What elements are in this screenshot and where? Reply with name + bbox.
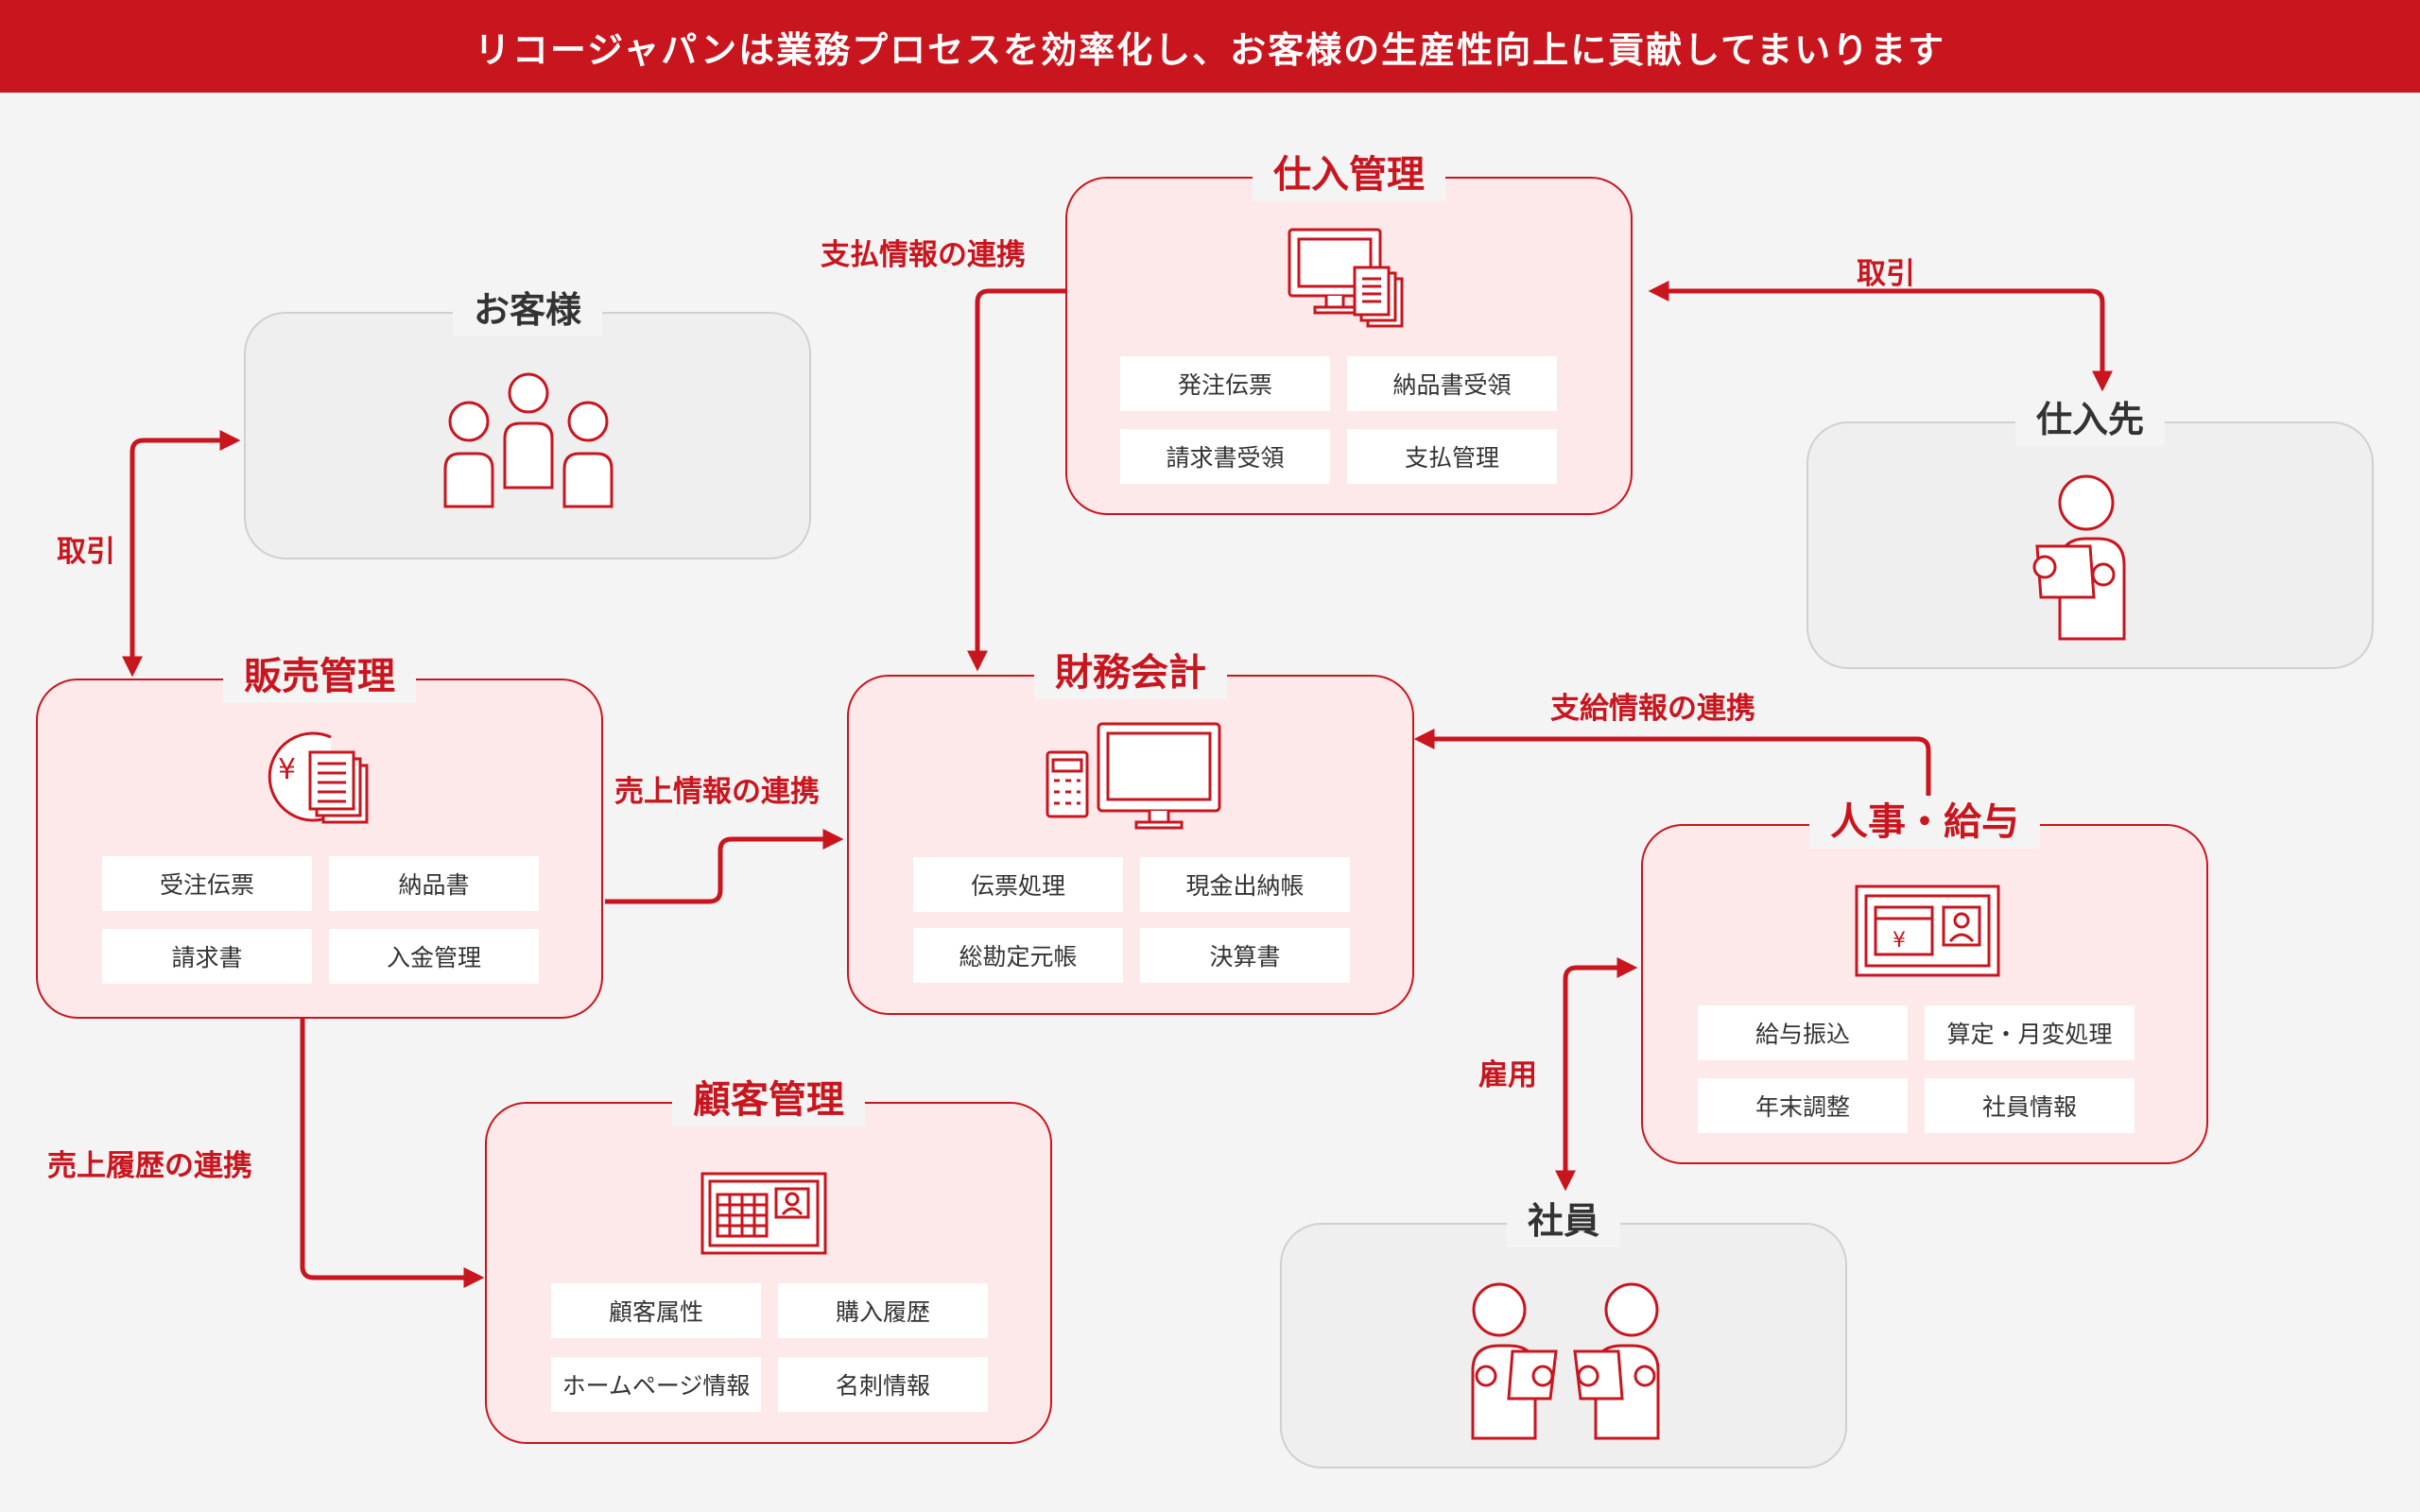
svg-text:¥: ¥ — [278, 753, 296, 786]
header-banner: リコージャパンは業務プロセスを効率化し、お客様の生産性向上に貢献してまいります — [0, 0, 2420, 93]
tag-purchase-order: 発注伝票 — [1120, 356, 1330, 411]
tag-invoice: 請求書 — [102, 929, 312, 984]
tag-purchase-history: 購入履歴 — [778, 1283, 988, 1338]
salary-info-arrow — [1413, 728, 1931, 815]
customers-title: お客様 — [452, 284, 603, 336]
tag-financial-statements: 決算書 — [1140, 928, 1350, 983]
tag-delivery-note: 納品書 — [329, 856, 539, 911]
purchase-management-box: 仕入管理 発注伝票 納品書受領 請求書受領 支払管理 — [1065, 148, 1633, 515]
hr-payroll-title: 人事・給与 — [1809, 796, 2040, 849]
tag-year-end-adjustment: 年末調整 — [1698, 1078, 1908, 1133]
tag-homepage-info: ホームページ情報 — [551, 1357, 761, 1412]
svg-text:¥: ¥ — [1893, 929, 1906, 953]
tag-slip-processing: 伝票処理 — [913, 857, 1123, 912]
employees-title: 社員 — [1506, 1194, 1621, 1247]
tag-cash-book: 現金出納帳 — [1140, 857, 1350, 912]
accounting-box: 財務会計 伝票処理 現金出納帳 総勘定元帳 決算書 — [847, 646, 1414, 1015]
purchase-management-title: 仕入管理 — [1253, 148, 1445, 201]
tag-calculation-processing: 算定・月変処理 — [1925, 1005, 2135, 1060]
tag-payment-receipt: 入金管理 — [329, 929, 539, 984]
group-people-icon — [443, 372, 614, 508]
calculator-monitor-icon — [1046, 722, 1221, 830]
tag-delivery-note-receipt: 納品書受領 — [1347, 356, 1557, 411]
supplier-trade-label: 取引 — [1857, 257, 1915, 291]
monitor-documents-icon — [1288, 228, 1404, 328]
customer-management-box: 顧客管理 顧客属性 購入履歴 ホームページ情報 名刺情報 — [485, 1074, 1052, 1444]
payment-info-arrow — [966, 288, 1065, 672]
sales-info-arrow — [605, 828, 844, 904]
suppliers-title: 仕入先 — [2014, 393, 2166, 446]
sales-history-arrow — [300, 1019, 485, 1289]
tag-salary-transfer: 給与振込 — [1698, 1005, 1908, 1060]
tag-customer-attributes: 顧客属性 — [551, 1283, 761, 1338]
tag-sales-order: 受注伝票 — [102, 856, 312, 911]
employment-arrow — [1554, 956, 1638, 1192]
sales-management-title: 販売管理 — [223, 650, 416, 703]
sales-history-label: 売上履歴の連携 — [47, 1149, 252, 1183]
tag-invoice-receipt: 請求書受領 — [1120, 429, 1330, 484]
tag-payment-management: 支払管理 — [1347, 429, 1557, 484]
accounting-title: 財務会計 — [1034, 646, 1227, 699]
suppliers-box: 仕入先 — [1806, 393, 2374, 669]
tag-general-ledger: 総勘定元帳 — [913, 928, 1123, 983]
employment-label: 雇用 — [1478, 1058, 1537, 1092]
customer-trade-arrow — [121, 429, 241, 678]
customer-trade-label: 取引 — [57, 535, 115, 569]
supplier-trade-arrow — [1648, 280, 2114, 392]
salary-info-label: 支給情報の連携 — [1550, 692, 1755, 726]
customer-management-title: 顧客管理 — [672, 1074, 865, 1126]
person-clipboard-icon — [2032, 474, 2126, 641]
sales-info-label: 売上情報の連携 — [614, 775, 820, 809]
payment-info-label: 支払情報の連携 — [821, 238, 1026, 272]
hr-payroll-box: 人事・給与 ¥ 給与振込 算定・月変処理 年末調整 社員情報 — [1641, 796, 2208, 1164]
yen-documents-icon: ¥ — [268, 731, 369, 824]
tag-employee-info: 社員情報 — [1925, 1078, 2135, 1133]
customers-box: お客様 — [244, 284, 811, 559]
payslip-icon: ¥ — [1855, 885, 2000, 977]
two-people-icon — [1471, 1282, 1660, 1440]
customer-card-icon — [700, 1172, 827, 1255]
sales-management-box: 販売管理 ¥ 受注伝票 納品書 請求書 入金管理 — [36, 650, 603, 1019]
employees-box: 社員 — [1280, 1194, 1847, 1469]
tag-business-card-info: 名刺情報 — [778, 1357, 988, 1412]
